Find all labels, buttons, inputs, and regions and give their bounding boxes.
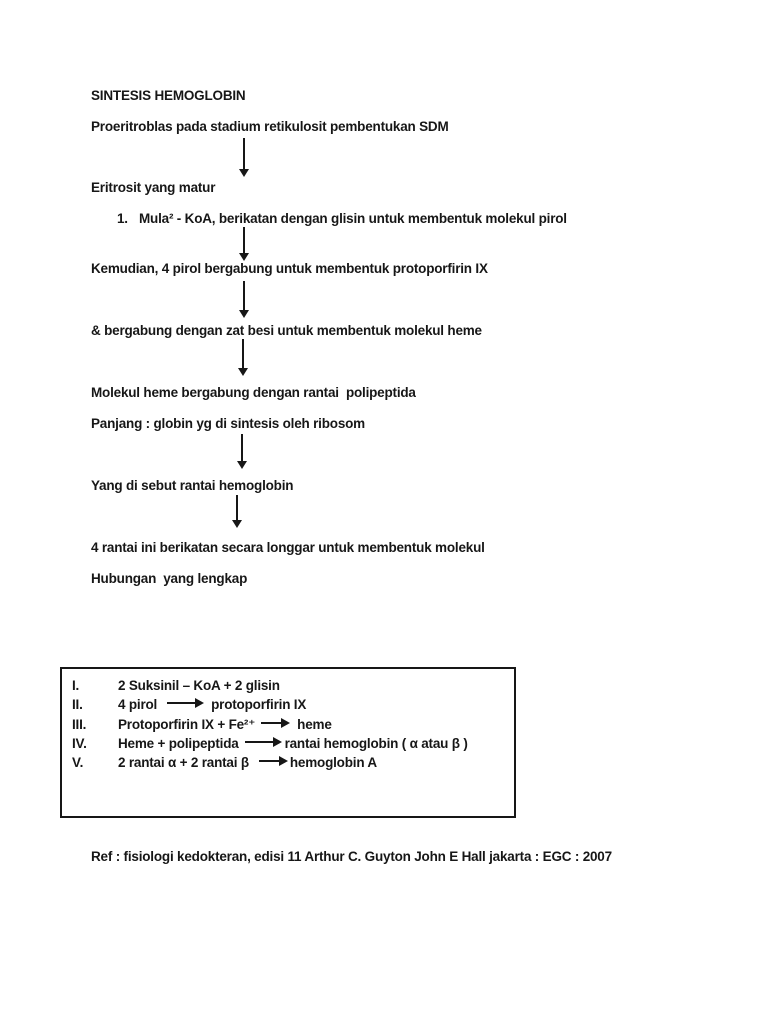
flow-list-item-1: 1. Mula² - KoA, berikatan dengan glisin … <box>117 211 567 227</box>
right-arrow-icon <box>261 717 291 728</box>
right-arrow-icon <box>258 756 288 767</box>
summary-row-5: V. 2 rantai α + 2 rantai β hemoglobin A <box>72 753 514 772</box>
right-arrow-icon <box>167 698 205 709</box>
down-arrow-icon <box>236 495 238 521</box>
summary-row-2: II. 4 pirol protoporfirin IX <box>72 695 514 714</box>
roman-numeral: I. <box>72 678 80 693</box>
reference-line: Ref : fisiologi kedokteran, edisi 11 Art… <box>91 849 612 864</box>
flow-step-hubungan: Hubungan yang lengkap <box>91 571 248 586</box>
roman-numeral: V. <box>72 755 84 771</box>
down-arrow-icon <box>243 138 245 170</box>
list-item-text: Mula² - KoA, berikatan dengan glisin unt… <box>139 211 567 226</box>
flow-step-4-rantai: 4 rantai ini berikatan secara longgar un… <box>91 540 485 555</box>
reaction-lhs: Protoporfirin IX + Fe²⁺ <box>118 716 256 732</box>
reaction-lhs: Heme + polipeptida <box>118 735 239 751</box>
page-title: SINTESIS HEMOGLOBIN <box>91 88 246 103</box>
roman-numeral: II. <box>72 697 83 713</box>
reaction-lhs: 2 Suksinil – KoA + 2 glisin <box>118 678 280 693</box>
down-arrow-icon <box>242 339 244 369</box>
flow-step-eritrosit: Eritrosit yang matur <box>91 180 216 195</box>
down-arrow-icon <box>241 434 243 462</box>
summary-box: I. 2 Suksinil – KoA + 2 glisin II. 4 pir… <box>60 667 516 818</box>
flow-step-panjang: Panjang : globin yg di sintesis oleh rib… <box>91 416 365 431</box>
reaction-rhs: hemoglobin A <box>289 755 377 771</box>
flow-step-zat-besi: & bergabung dengan zat besi untuk memben… <box>91 323 482 338</box>
summary-row-4: IV. Heme + polipeptida rantai hemoglobin… <box>72 734 514 753</box>
roman-numeral: IV. <box>72 735 87 751</box>
reaction-rhs: protoporfirin IX <box>211 697 307 713</box>
roman-numeral: III. <box>72 716 87 732</box>
reaction-lhs: 4 pirol <box>118 697 158 713</box>
flow-step-rantai-hemoglobin: Yang di sebut rantai hemoglobin <box>91 478 294 493</box>
flow-step-proeritroblas: Proeritroblas pada stadium retikulosit p… <box>91 119 449 134</box>
reaction-rhs: heme <box>297 716 332 732</box>
flow-step-kemudian: Kemudian, 4 pirol bergabung untuk memben… <box>91 261 488 276</box>
reaction-lhs: 2 rantai α + 2 rantai β <box>118 755 249 771</box>
summary-row-1: I. 2 Suksinil – KoA + 2 glisin <box>72 676 514 695</box>
reaction-rhs: rantai hemoglobin ( α atau β ) <box>284 735 468 751</box>
down-arrow-icon <box>243 227 245 254</box>
summary-row-3: III. Protoporfirin IX + Fe²⁺ heme <box>72 715 514 734</box>
flow-step-molekul-heme: Molekul heme bergabung dengan rantai pol… <box>91 385 416 400</box>
list-item-number: 1. <box>117 211 128 226</box>
down-arrow-icon <box>243 281 245 311</box>
right-arrow-icon <box>244 737 282 748</box>
